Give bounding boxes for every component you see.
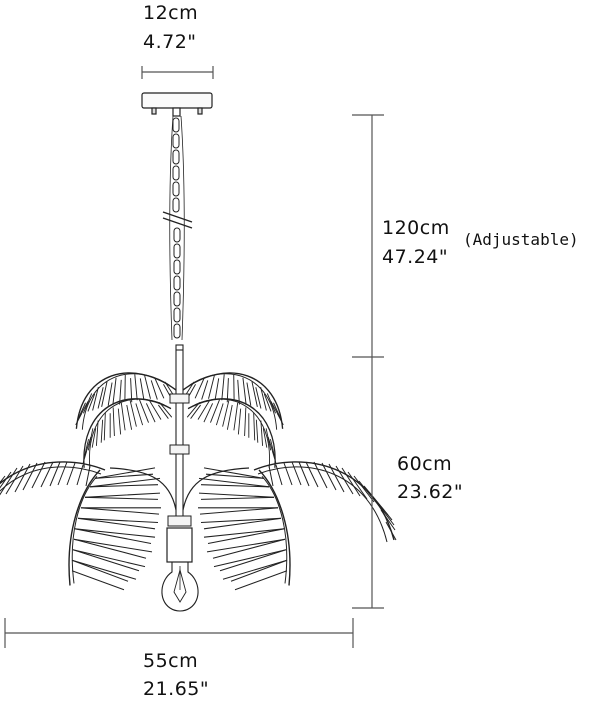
chain (162, 115, 193, 341)
socket (166, 527, 193, 563)
fixture-width-metric-label: 55cm (143, 650, 199, 672)
bulb (161, 562, 199, 612)
collars (167, 393, 192, 527)
fixture-height-imperial-label: 23.62" (397, 481, 464, 503)
canopy-width-metric-label: 12cm (143, 2, 199, 24)
chain-length-note-label: (Adjustable) (463, 230, 579, 249)
canopy (141, 92, 213, 117)
height-dimension (352, 114, 384, 609)
fixture-height-metric-label: 60cm (397, 453, 453, 475)
canopy-width-dimension (141, 66, 214, 79)
palm-leaves (0, 363, 397, 591)
canopy-width-imperial-label: 4.72" (143, 31, 197, 53)
stem (175, 344, 184, 521)
chain-length-imperial-label: 47.24" (382, 246, 449, 268)
width-dimension (4, 618, 354, 648)
fixture-width-imperial-label: 21.65" (143, 678, 210, 700)
chain-length-metric-label: 120cm (382, 217, 450, 239)
